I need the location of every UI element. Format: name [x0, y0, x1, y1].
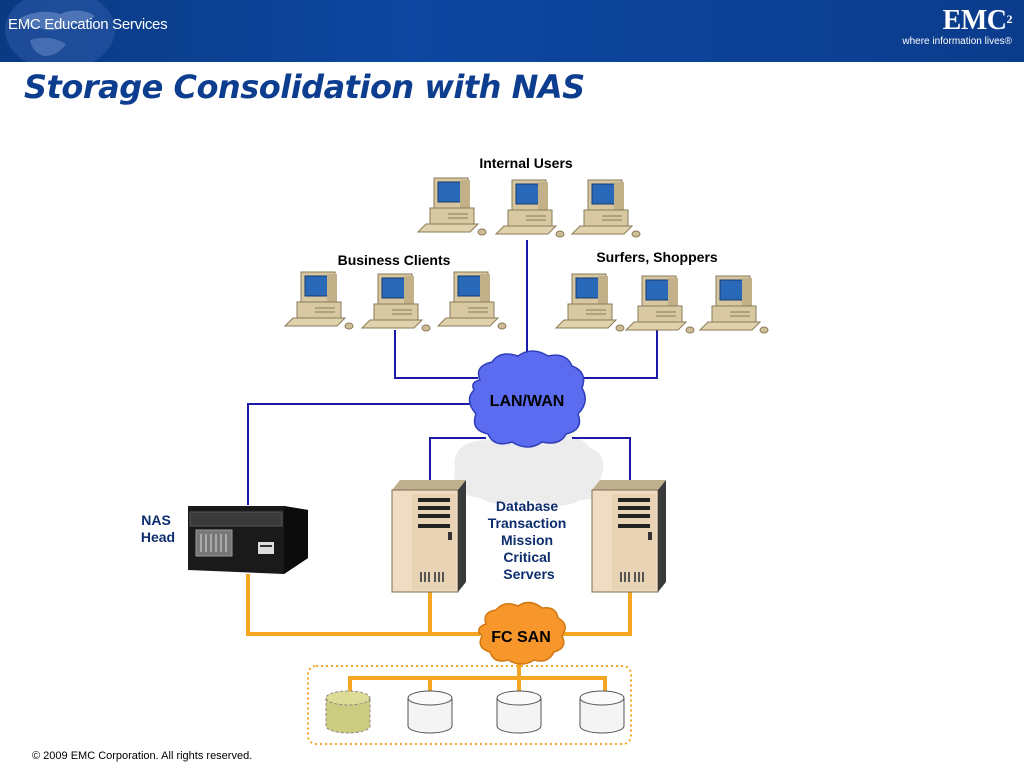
nas-head-appliance — [188, 506, 308, 574]
nas-head-label: NAS Head — [141, 512, 175, 545]
desktop-computer-icon — [361, 273, 431, 332]
slide-header: EMC Education Services EMC2 where inform… — [0, 0, 1024, 62]
desktop-computer-icon — [571, 179, 641, 238]
lan-connections — [247, 240, 658, 505]
desktop-computer-icon — [495, 179, 565, 238]
servers-label-line-3: Mission — [501, 532, 553, 548]
emc-tagline: where information lives® — [902, 36, 1012, 47]
desktop-computer-icon — [555, 273, 625, 332]
internal-users-label: Internal Users — [479, 155, 573, 171]
nas-label-line-1: NAS — [141, 512, 171, 528]
nas-label-line-2: Head — [141, 529, 175, 545]
background-cloud-shape — [454, 431, 604, 506]
servers-label-line-5: Servers — [503, 566, 555, 582]
desktop-computer-icon — [699, 275, 769, 334]
fc-san-cloud: FC SAN — [478, 601, 566, 665]
disk-icon — [579, 690, 625, 734]
slide-title: Storage Consolidation with NAS — [24, 68, 585, 106]
disk-icon — [325, 690, 371, 734]
internal-users-computers — [417, 177, 641, 238]
servers-label-line-1: Database — [496, 498, 558, 514]
globe-icon — [5, 0, 115, 62]
surfers-shoppers-label: Surfers, Shoppers — [596, 249, 718, 265]
business-clients-computers — [284, 271, 507, 332]
disk-icon — [496, 690, 542, 734]
emc-logo-text: EMC — [942, 5, 1007, 36]
desktop-computer-icon — [625, 275, 695, 334]
lan-wan-cloud: LAN/WAN — [468, 350, 586, 448]
storage-array-boundary — [307, 665, 632, 745]
servers-label-line-4: Critical — [503, 549, 550, 565]
surfers-shoppers-computers — [555, 273, 769, 334]
desktop-computer-icon — [417, 177, 487, 236]
desktop-computer-icon — [284, 271, 354, 330]
disk-icon — [407, 690, 453, 734]
business-clients-label: Business Clients — [338, 252, 451, 268]
storage-disks — [325, 690, 625, 734]
servers-label: Database Transaction Mission Critical Se… — [488, 498, 570, 582]
desktop-computer-icon — [437, 271, 507, 330]
education-services-brand: EMC Education Services — [8, 16, 168, 33]
database-server-icon — [391, 479, 467, 593]
servers-label-line-2: Transaction — [488, 515, 567, 531]
emc-logo-superscript: 2 — [1006, 12, 1013, 26]
copyright-footer: © 2009 EMC Corporation. All rights reser… — [32, 750, 253, 762]
fc-san-label: FC SAN — [491, 629, 551, 646]
database-server-icon — [591, 479, 667, 593]
emc-logo: EMC2 where information lives® — [902, 6, 1012, 48]
lan-wan-label: LAN/WAN — [490, 393, 565, 410]
